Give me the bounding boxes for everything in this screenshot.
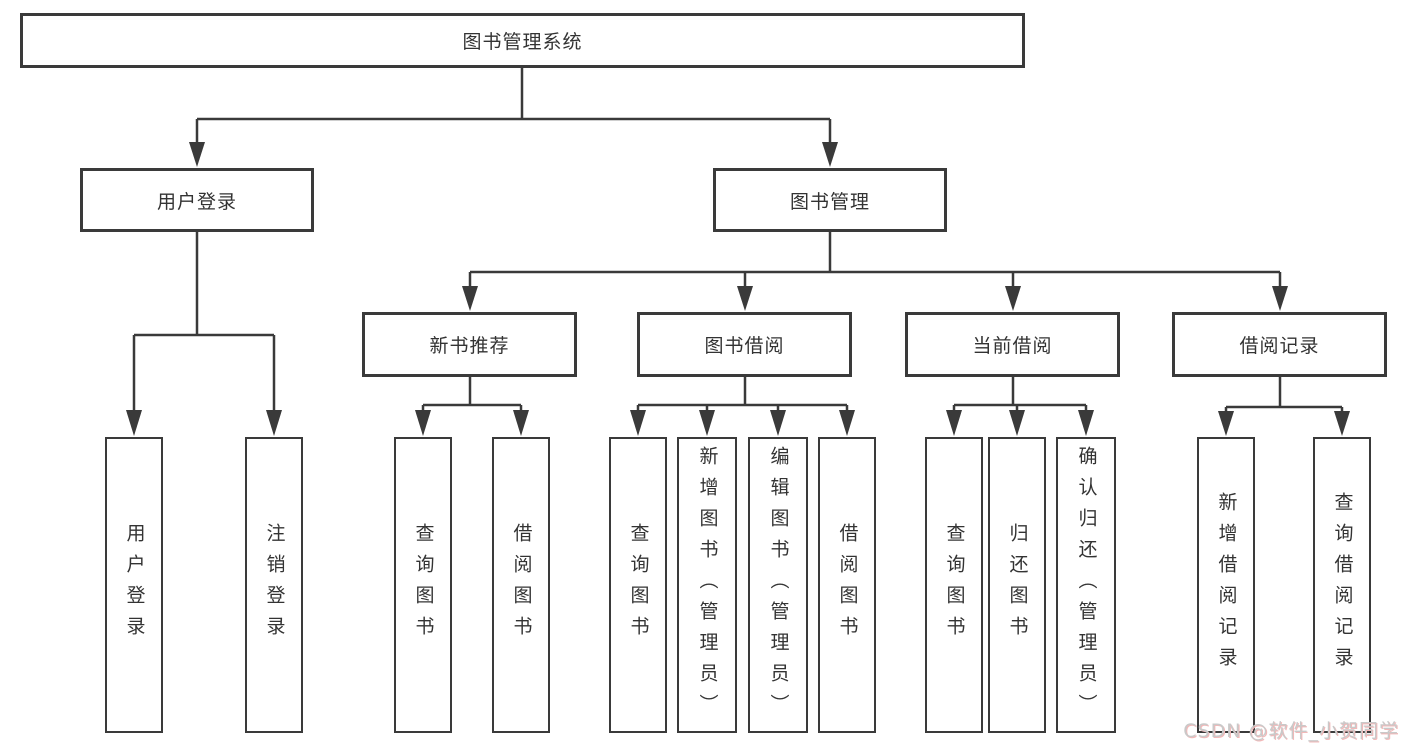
leaf-label: 用户登录 — [123, 523, 146, 647]
node-label: 借阅记录 — [1239, 335, 1320, 357]
node-book-borrow: 图书借阅 — [637, 312, 852, 377]
leaf-add-borrow-record: 新增借阅记录 — [1197, 437, 1255, 733]
leaf-label: 编辑图书（管理员） — [767, 445, 790, 725]
node-label: 新书推荐 — [429, 335, 510, 357]
leaf-query-borrow-record: 查询借阅记录 — [1313, 437, 1371, 733]
leaf-confirm-return-admin: 确认归还（管理员） — [1056, 437, 1116, 733]
csdn-watermark: CSDN @软件_小贺同学 — [1183, 720, 1399, 742]
leaf-label: 查询图书 — [412, 523, 435, 647]
leaf-query-book-recommend: 查询图书 — [394, 437, 452, 733]
node-label: 图书管理系统 — [462, 31, 583, 53]
leaf-query-book-current: 查询图书 — [925, 437, 983, 733]
leaf-label: 新增借阅记录 — [1215, 492, 1238, 678]
leaf-label: 借阅图书 — [836, 523, 859, 647]
leaf-label: 查询图书 — [943, 523, 966, 647]
leaf-label: 确认归还（管理员） — [1075, 445, 1098, 725]
node-new-book-recommend: 新书推荐 — [362, 312, 577, 377]
leaf-add-book-admin: 新增图书（管理员） — [677, 437, 737, 733]
leaf-label: 注销登录 — [263, 523, 286, 647]
node-library-management-system: 图书管理系统 — [20, 13, 1025, 68]
leaf-return-book: 归还图书 — [988, 437, 1046, 733]
leaf-edit-book-admin: 编辑图书（管理员） — [748, 437, 808, 733]
node-borrow-record: 借阅记录 — [1172, 312, 1387, 377]
leaf-label: 查询图书 — [627, 523, 650, 647]
leaf-label: 归还图书 — [1006, 523, 1029, 647]
leaf-query-book-borrow: 查询图书 — [609, 437, 667, 733]
node-label: 图书管理 — [789, 190, 870, 213]
leaf-label: 借阅图书 — [510, 523, 533, 647]
node-user-login: 用户登录 — [80, 168, 314, 232]
leaf-logout: 注销登录 — [245, 437, 303, 733]
node-label: 当前借阅 — [972, 335, 1053, 357]
node-book-management: 图书管理 — [713, 168, 947, 232]
leaf-borrow-book: 借阅图书 — [818, 437, 876, 733]
node-current-borrow: 当前借阅 — [905, 312, 1120, 377]
leaf-borrow-book-recommend: 借阅图书 — [492, 437, 550, 733]
leaf-label: 新增图书（管理员） — [696, 445, 719, 725]
node-label: 用户登录 — [156, 190, 237, 213]
node-label: 图书借阅 — [704, 335, 785, 357]
leaf-label: 查询借阅记录 — [1331, 492, 1354, 678]
leaf-user-login: 用户登录 — [105, 437, 163, 733]
